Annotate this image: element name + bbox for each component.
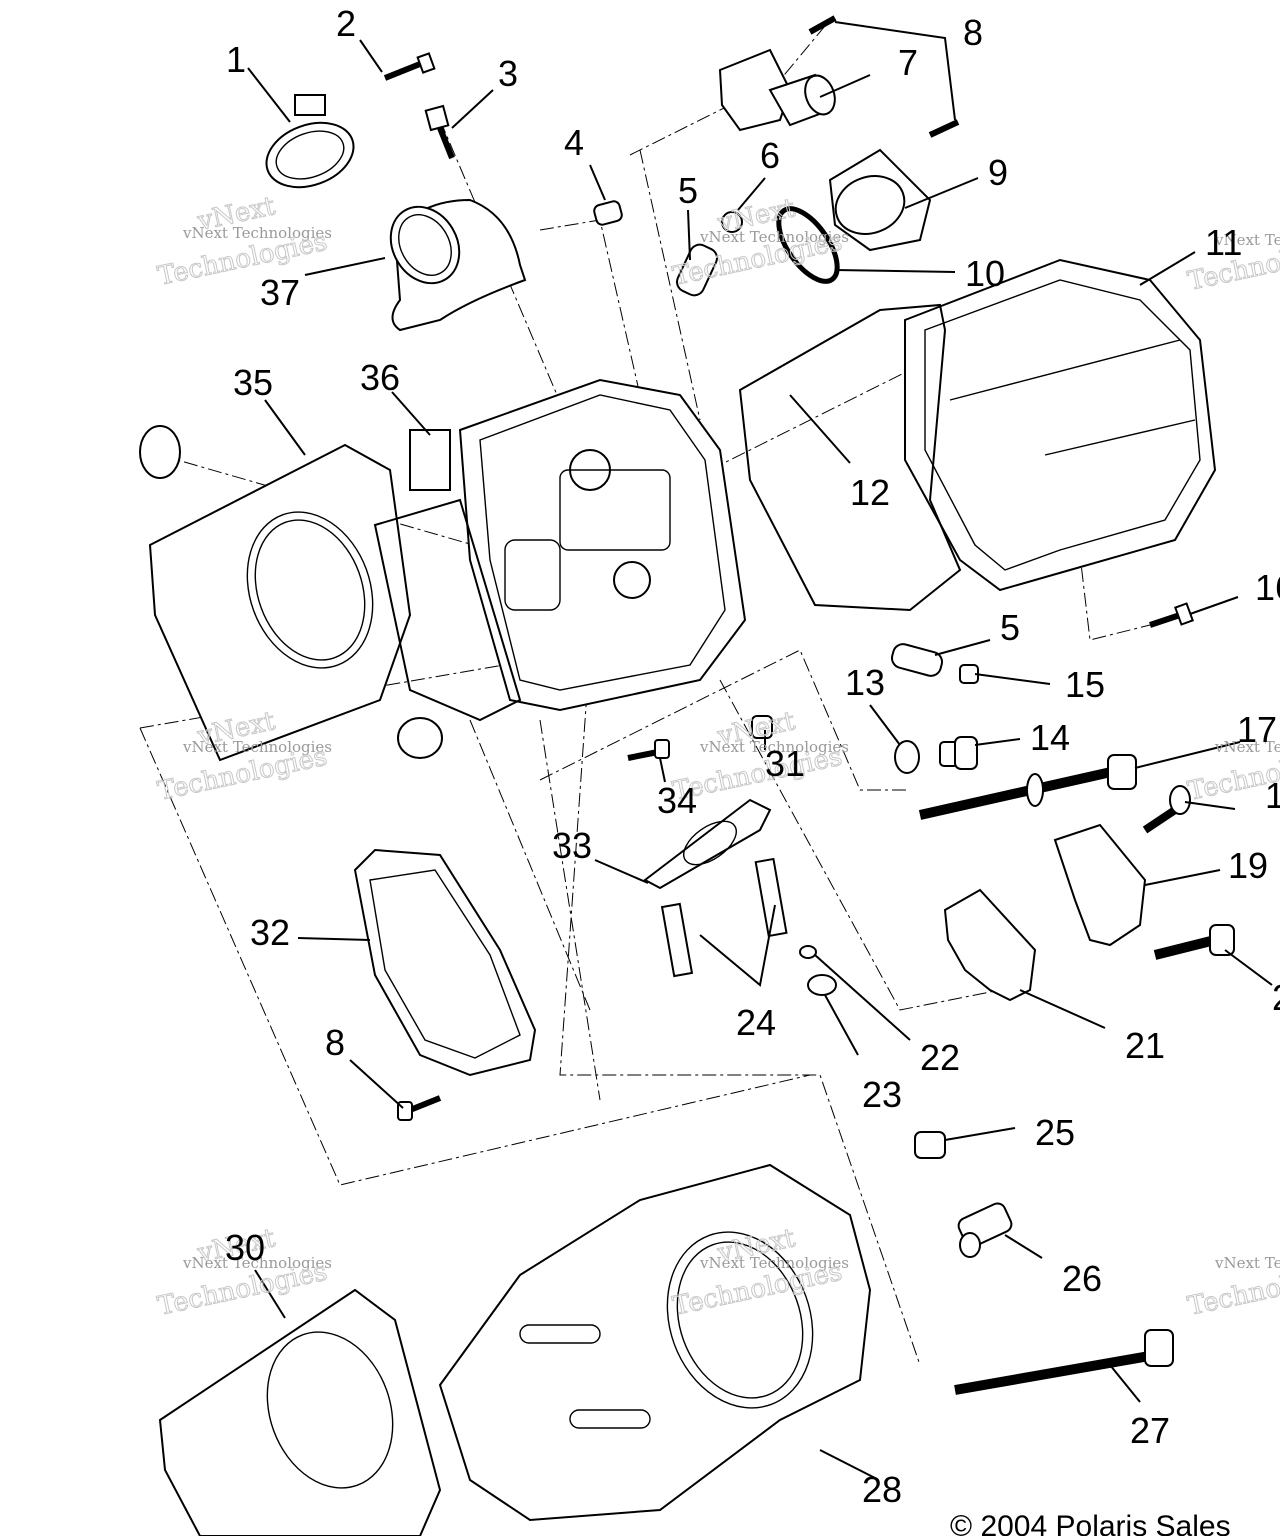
screw-part-8-lower: [397, 1095, 442, 1121]
watermark-text: vNext Technologies: [699, 228, 849, 246]
callout-1: 1: [226, 39, 246, 80]
callout-24: 24: [736, 1002, 776, 1043]
callout-17: 17: [1237, 709, 1277, 750]
bolt-part-17: [918, 754, 1137, 820]
callout-6: 6: [760, 135, 780, 176]
clamp-part: [265, 94, 355, 189]
dowel-part-4: [593, 200, 623, 226]
screw-part-16: [1149, 602, 1194, 628]
dowel-part-25: [914, 1131, 946, 1159]
watermark-text: vNext Technologies: [182, 1254, 332, 1272]
callout-19: 19: [1228, 845, 1268, 886]
screw-part-2: [383, 52, 436, 81]
head-plate-part: [373, 498, 522, 722]
callout-13: 13: [845, 662, 885, 703]
screw-part-8-top: [808, 15, 960, 138]
valve-cover-part: [904, 258, 1217, 592]
side-cover-part: [353, 848, 537, 1077]
callout-15: 15: [1065, 664, 1105, 705]
callout-20: 20: [1272, 977, 1280, 1018]
exhaust-gasket-part: [643, 798, 772, 890]
watermark-text: vNext Technologies: [699, 1254, 849, 1272]
callout-37: 37: [260, 272, 300, 313]
callout-21: 21: [1125, 1025, 1165, 1066]
bracket-part-21: [943, 888, 1037, 1002]
callout-12: 12: [850, 472, 890, 513]
plug-part-14: [939, 736, 978, 770]
thermostat-housing-part: [828, 148, 932, 252]
valve-guide-part-lower: [890, 643, 944, 677]
bolt-part-27: [954, 1329, 1174, 1395]
callout-25: 25: [1035, 1112, 1075, 1153]
callout-11: 11: [1205, 222, 1242, 263]
stud-part-24: [660, 857, 788, 978]
callout-5: 5: [1000, 607, 1020, 648]
clip-part-22: [799, 945, 817, 959]
callout-26: 26: [1062, 1258, 1102, 1299]
callout-32: 32: [250, 912, 290, 953]
valve-guide-part: [676, 243, 718, 297]
callout-30: 30: [225, 1227, 265, 1268]
seal-part-35: [139, 425, 181, 479]
callout-28: 28: [862, 1469, 902, 1510]
callout-5: 5: [678, 170, 698, 211]
callout-8: 8: [963, 12, 983, 53]
screw-part-3: [424, 104, 455, 160]
callout-labels: 1 2 3 4 5 6 7 8 9 10 11 12 5 13 14 15 16…: [225, 3, 1280, 1510]
watermark-text: vNext Technologies: [182, 738, 332, 756]
washer-part-13: [894, 740, 920, 774]
callout-16: 16: [1255, 567, 1280, 608]
callout-27: 27: [1130, 1410, 1170, 1451]
nut-part-23: [807, 974, 837, 996]
o-ring-part: [776, 206, 840, 284]
screw-part-18: [1142, 785, 1191, 834]
callout-7: 7: [898, 42, 918, 83]
callout-10: 10: [965, 253, 1005, 294]
bolt-part-20: [1153, 924, 1235, 960]
cover-gasket-part: [738, 303, 962, 612]
seal-part-lower: [397, 717, 443, 759]
watermark-text: vNext Technologies: [699, 738, 849, 756]
callout-18: 18: [1265, 775, 1280, 816]
leader-lines: [247, 21, 1273, 1479]
base-gasket-part: [158, 1288, 442, 1536]
callout-9: 9: [988, 152, 1008, 193]
callout-23: 23: [862, 1074, 902, 1115]
watermark-text: vNext Technologies: [1214, 1254, 1280, 1272]
watermark-text: vNext Technologies: [1214, 738, 1280, 756]
callout-3: 3: [498, 53, 518, 94]
callout-31: 31: [765, 743, 805, 784]
callout-35: 35: [233, 362, 273, 403]
callout-4: 4: [564, 122, 584, 163]
callout-14: 14: [1030, 717, 1070, 758]
dowel-part-31: [751, 715, 773, 739]
copyright-text: © 2004 Polaris Sales: [950, 1510, 1231, 1536]
callout-34: 34: [657, 780, 697, 821]
callout-8: 8: [325, 1022, 345, 1063]
callout-22: 22: [920, 1037, 960, 1078]
callout-2: 2: [336, 3, 356, 44]
intake-boot-part: [389, 198, 527, 332]
head-gasket-part: [148, 443, 412, 762]
fitting-part-26: [957, 1202, 1013, 1258]
callout-36: 36: [360, 357, 400, 398]
watermark-text: vNext Technologies: [1214, 231, 1280, 249]
bracket-part-19: [1053, 823, 1147, 947]
watermark-text: vNext Technologies: [182, 224, 332, 242]
seal-part-6: [721, 211, 743, 233]
callout-33: 33: [552, 825, 592, 866]
cylinder-head-part: [409, 378, 747, 712]
cylinder-part: [438, 1163, 872, 1522]
outlet-elbow-part: [718, 48, 836, 132]
screw-part-34: [627, 739, 670, 761]
